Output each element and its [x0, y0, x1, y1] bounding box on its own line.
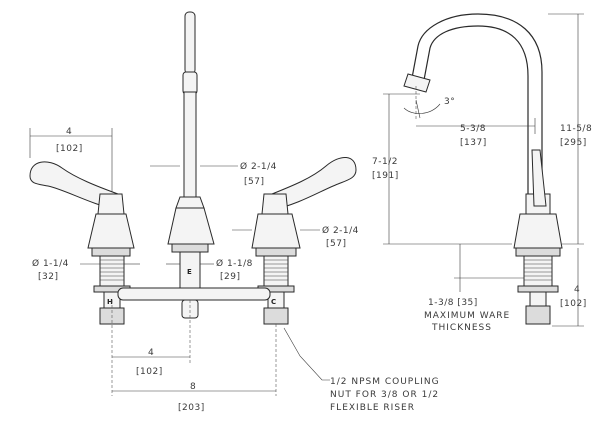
dim-spout-diameter: Ø 2-1/4 [57]	[150, 161, 277, 187]
dim-shank-length: 4 [102]	[552, 248, 587, 327]
front-view: H C E 4 [102] Ø 2-1/4 [57] Ø 2-1/4	[29, 11, 440, 413]
overall-spread-mm-label: [203]	[178, 403, 205, 413]
spout-reach-label: 5-3/8	[460, 124, 486, 134]
spout-dia-mm-label: [57]	[244, 177, 264, 187]
shank-dia-left-mm-label: [32]	[38, 272, 58, 282]
cold-mark: C	[271, 298, 276, 306]
left-handle	[29, 161, 135, 257]
coupling-note-line-2: NUT FOR 3/8 OR 1/2	[330, 390, 439, 400]
dim-spout-reach: 5-3/8 [137]	[416, 118, 536, 148]
center-spout	[167, 11, 215, 253]
valve-dia-right-label: Ø 2-1/4	[322, 225, 359, 236]
dim-spout-height: 7-1/2 [191]	[372, 93, 512, 245]
center-to-center-mm-label: [102]	[136, 367, 163, 377]
valve-dia-right-mm-label: [57]	[326, 239, 346, 249]
center-shank-manifold: H C E	[107, 251, 276, 319]
shank-dia-center-label: Ø 1-1/8	[216, 258, 253, 269]
gooseneck-spout	[403, 13, 543, 212]
shank-length-label: 4	[574, 285, 580, 295]
ware-thickness-label: 1-3/8 [35]	[428, 298, 478, 308]
spout-reach-mm-label: [137]	[460, 138, 487, 148]
dim-overall-height: 11-5/8 [295]	[548, 13, 592, 245]
hot-mark: H	[107, 298, 113, 306]
dim-shank-diameter-left: Ø 1-1/4 [32]	[32, 258, 140, 282]
shank-length-mm-label: [102]	[560, 299, 587, 309]
spout-angle-label: 3°	[444, 97, 455, 107]
spout-height-label: 7-1/2	[372, 157, 398, 167]
handle-width-label: 4	[66, 127, 72, 137]
dim-valve-diameter-right: Ø 2-1/4 [57]	[232, 225, 359, 249]
coupling-note: 1/2 NPSM COUPLING NUT FOR 3/8 OR 1/2 FLE…	[283, 327, 440, 413]
overall-spread-label: 8	[190, 382, 196, 392]
left-shank	[93, 255, 131, 325]
shank-dia-center-mm-label: [29]	[220, 272, 240, 282]
coupling-note-line-3: FLEXIBLE RISER	[330, 403, 415, 413]
overall-height-mm-label: [295]	[560, 138, 587, 148]
dim-handle-width: 4 [102]	[29, 127, 113, 192]
shank-dia-left-label: Ø 1-1/4	[32, 258, 69, 269]
dim-center-to-center: 4 [102]	[112, 348, 190, 377]
spout-dia-label: Ø 2-1/4	[240, 161, 277, 172]
dim-shank-diameter-center: Ø 1-1/8 [29]	[166, 258, 253, 282]
coupling-note-line-1: 1/2 NPSM COUPLING	[330, 377, 440, 387]
center-to-center-label: 4	[148, 348, 154, 358]
dim-ware-thickness: 1-3/8 [35] MAXIMUM WARE THICKNESS	[424, 244, 524, 333]
spout-height-mm-label: [191]	[372, 171, 399, 181]
handle-width-mm-label: [102]	[56, 144, 83, 154]
dim-spout-angle: 3°	[403, 86, 455, 120]
ware-note-line-2: THICKNESS	[431, 323, 492, 333]
side-valve-body	[513, 149, 563, 325]
side-view: 3° 5-3/8 [137] 7-1/2 [191] 11-5/8 [295]	[372, 13, 592, 333]
center-mark: E	[187, 268, 192, 276]
overall-height-label: 11-5/8	[560, 124, 592, 134]
right-handle	[251, 157, 357, 257]
dim-overall-spread: 8 [203]	[112, 382, 276, 413]
ware-note-line-1: MAXIMUM WARE	[424, 311, 510, 321]
